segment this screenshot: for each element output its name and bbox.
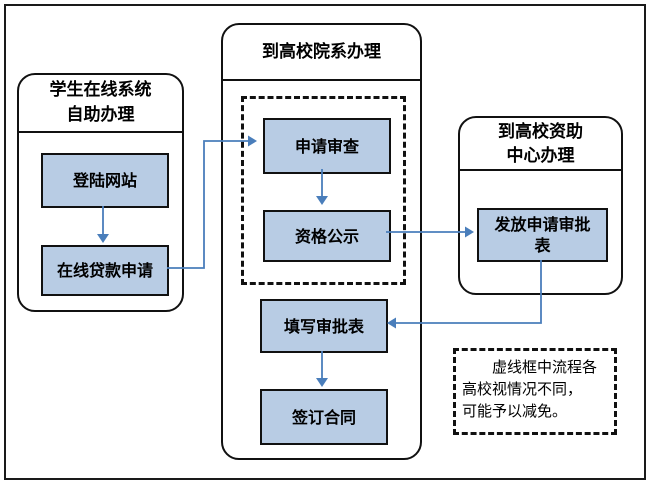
- box-fill-approval-form: 填写审批表: [260, 299, 388, 353]
- group-university-department-title: 到高校院系办理: [223, 25, 420, 81]
- box-qualification-publicity: 资格公示: [263, 210, 391, 262]
- box-sign-contract: 签订合同: [260, 389, 388, 445]
- group-online-system: 学生在线系统 自助办理 登陆网站 在线贷款申请: [17, 73, 184, 312]
- group-aid-center: 到高校资助 中心办理 发放申请审批 表: [458, 116, 623, 295]
- box-application-review: 申请审查: [263, 118, 391, 174]
- box-issue-approval-form: 发放申请审批 表: [477, 208, 608, 262]
- box-online-loan-application: 在线贷款申请: [41, 245, 169, 296]
- box-login-website: 登陆网站: [41, 153, 169, 208]
- outer-border: [4, 4, 646, 480]
- group-university-department: 到高校院系办理 申请审查 资格公示 填写审批表 签订合同: [221, 23, 422, 460]
- group-online-system-title: 学生在线系统 自助办理: [19, 75, 182, 133]
- group-aid-center-title: 到高校资助 中心办理: [460, 118, 621, 171]
- optional-steps-dashed-box: 申请审查 资格公示: [241, 96, 406, 285]
- note-dashed-box: 虚线框中流程各 高校视情况不同， 可能予以减免。: [453, 348, 617, 435]
